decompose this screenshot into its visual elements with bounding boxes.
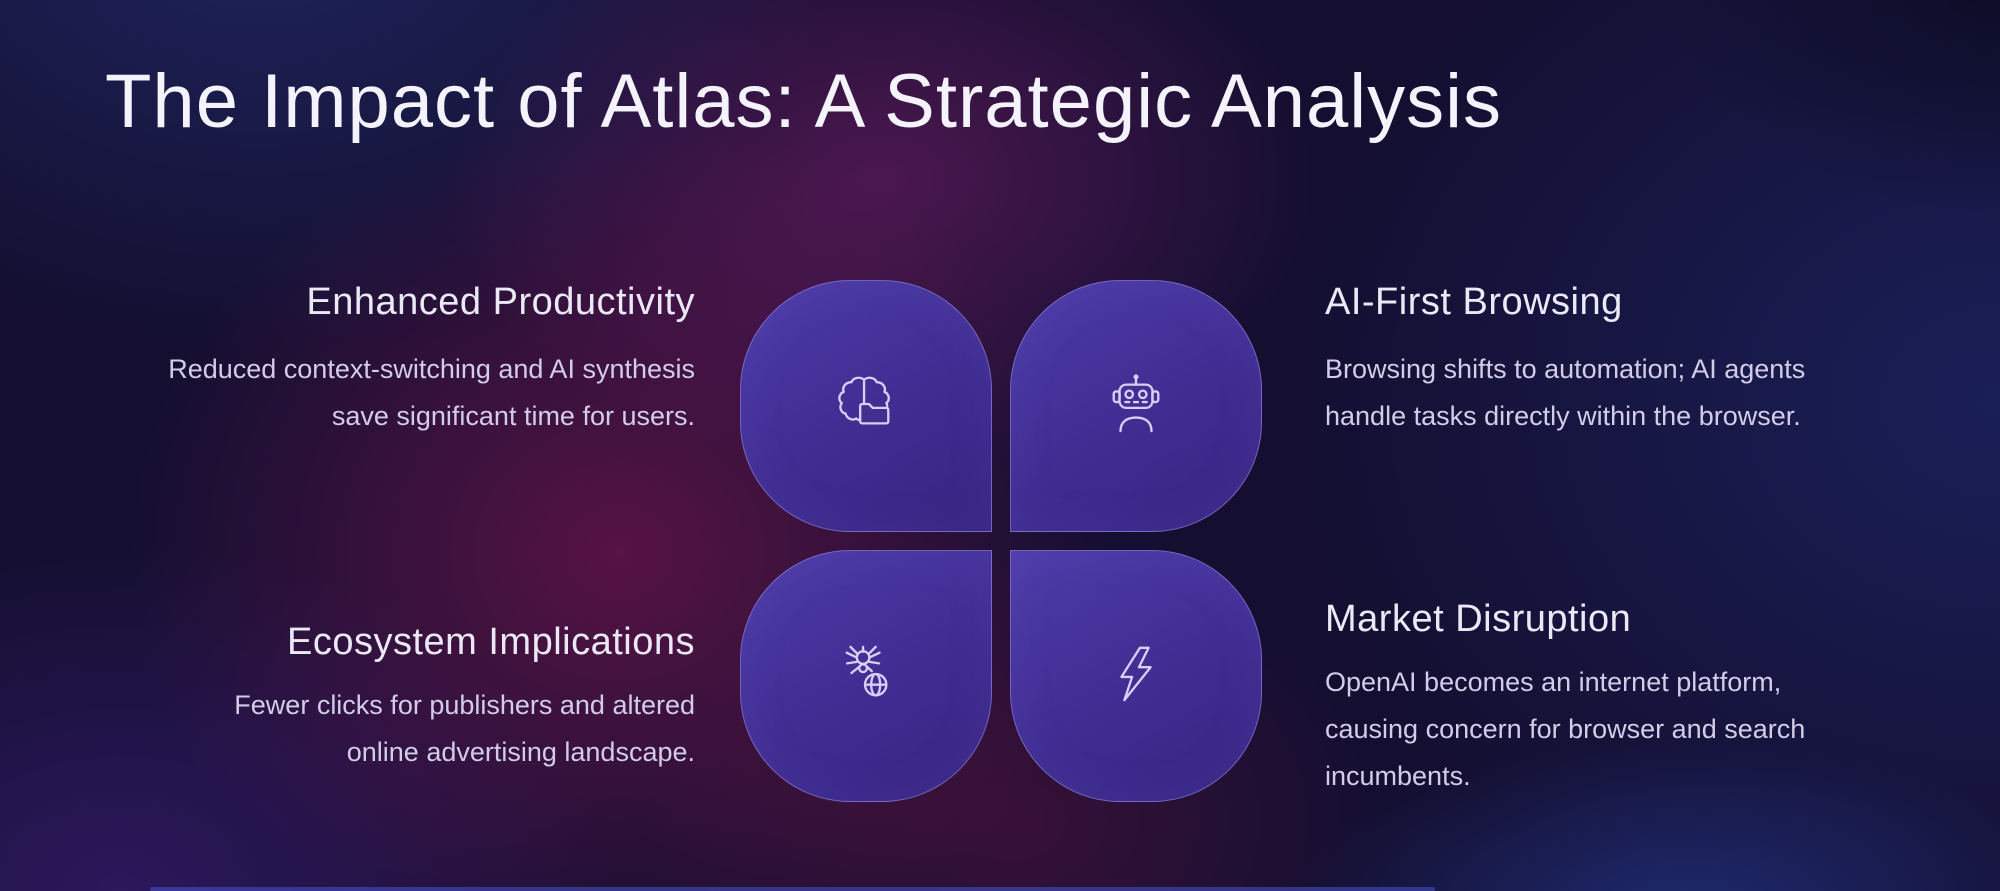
quadrant-description: Browsing shifts to automation; AI agents… [1325, 353, 1806, 431]
quadrant-heading: Ecosystem Implications [286, 621, 695, 663]
quadrant-text-market-disruption: Market Disruption OpenAI becomes an inte… [1325, 597, 1870, 800]
quadrant-description: Reduced context-switching and AI synthes… [168, 353, 695, 431]
quadrant-heading: AI-First Browsing [1325, 281, 1623, 323]
quadrant-text-ecosystem-implications: Ecosystem Implications Fewer clicks for … [105, 620, 695, 776]
bottom-accent-bar [150, 887, 1435, 891]
web-crawler-icon [835, 643, 897, 710]
lightning-icon [1105, 643, 1167, 710]
quadrant-heading: Market Disruption [1325, 598, 1632, 640]
quadrant-description: OpenAI becomes an internet platform, cau… [1325, 666, 1806, 792]
petal-market-disruption [1010, 550, 1262, 802]
page-title: The Impact of Atlas: A Strategic Analysi… [105, 59, 1503, 144]
quadrant-heading: Enhanced Productivity [306, 281, 695, 323]
robot-icon [1105, 373, 1167, 440]
petal-ecosystem-implications [740, 550, 992, 802]
clover-diagram [740, 280, 1262, 802]
brain-document-icon [835, 373, 897, 440]
quadrant-description: Fewer clicks for publishers and altered … [234, 689, 695, 767]
quadrant-text-ai-first-browsing: AI-First Browsing Browsing shifts to aut… [1325, 280, 1870, 440]
quadrant-text-enhanced-productivity: Enhanced Productivity Reduced context-sw… [105, 280, 695, 440]
petal-ai-first-browsing [1010, 280, 1262, 532]
petal-enhanced-productivity [740, 280, 992, 532]
